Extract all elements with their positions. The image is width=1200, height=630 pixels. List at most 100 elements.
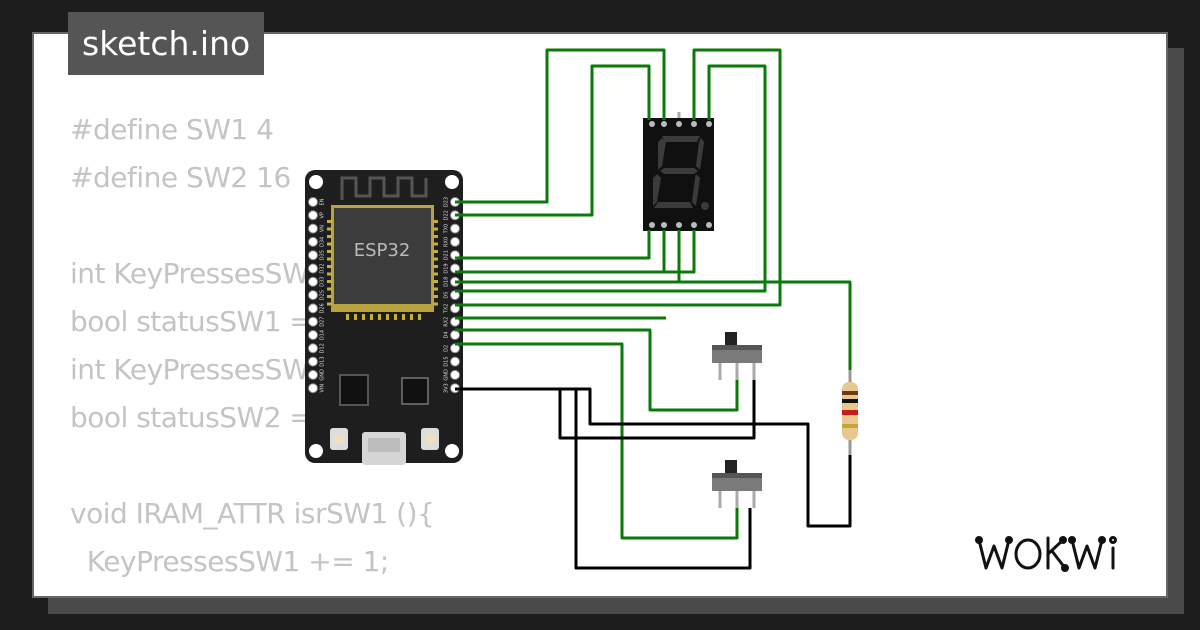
left-pin-label: D14 — [320, 330, 326, 340]
module-pad — [327, 235, 332, 238]
module-pad — [327, 250, 332, 253]
left-pin-header — [308, 223, 318, 234]
left-pin-label: VN — [320, 225, 326, 232]
left-pin-label: D27 — [320, 317, 326, 327]
right-pin-header — [450, 330, 460, 340]
esp32-board: ESP32 ENVPVND34D35D32D33D25D26D27D14D12D… — [305, 170, 463, 465]
code-line: #define SW2 16 — [70, 161, 291, 194]
right-pin-label: D21 — [444, 250, 450, 260]
right-pin-label: RX0 — [444, 237, 450, 247]
seven-segment-display — [643, 112, 714, 237]
module-pad — [433, 287, 438, 291]
code-line: statusSW1 = true; — [70, 586, 434, 596]
left-pin-header — [308, 236, 318, 247]
left-pin-label: GND — [320, 369, 326, 381]
module-pad — [327, 242, 332, 246]
wokwi-logo — [975, 536, 1117, 572]
left-pin-label: VIN — [320, 384, 326, 393]
right-pin-label: D2 — [444, 345, 450, 352]
left-pin-label: D35 — [320, 250, 326, 260]
module-pad — [433, 265, 438, 268]
module-pad — [433, 250, 438, 253]
left-pin-header — [308, 276, 318, 287]
module-pad — [433, 257, 438, 261]
right-pin-header — [450, 236, 460, 247]
module-pad — [327, 220, 332, 223]
right-pin-label: D18 — [444, 277, 450, 287]
left-pin-label: D34 — [320, 237, 326, 247]
module-pad — [410, 314, 413, 320]
left-pin-header — [308, 250, 318, 261]
module-pad — [327, 272, 332, 276]
right-pin-header — [450, 356, 460, 367]
module-pad — [386, 314, 389, 320]
right-pin-label: 3V3 — [444, 383, 450, 393]
left-pin-label: D33 — [320, 277, 326, 287]
slide-switch-1 — [712, 332, 762, 380]
module-pad — [327, 257, 332, 261]
right-pin-header — [450, 369, 460, 380]
module-pad — [327, 302, 332, 306]
module-pad — [362, 314, 365, 320]
module-pad — [327, 227, 332, 231]
left-pin-header — [308, 290, 318, 301]
ground-wires — [455, 380, 852, 570]
right-pin-label: D22 — [444, 210, 450, 220]
green-wires — [455, 48, 852, 540]
left-pin-label: D25 — [320, 290, 326, 300]
code-line: KeyPressesSW1 += 1; — [70, 545, 390, 578]
left-pin-header — [308, 383, 318, 394]
right-pin-label: D4 — [444, 331, 450, 338]
right-pin-label: GND — [444, 369, 450, 381]
left-pin-label: D13 — [320, 356, 326, 366]
module-pad — [433, 220, 438, 223]
left-pin-label: D12 — [320, 343, 326, 353]
right-pin-label: D15 — [444, 356, 450, 366]
right-pin-label: TX0 — [444, 224, 450, 235]
left-pin-header — [308, 369, 318, 380]
module-pad — [327, 287, 332, 291]
module-pad — [370, 314, 373, 320]
right-pin-label: D23 — [444, 197, 450, 207]
module-pad — [433, 242, 438, 246]
module-pad — [433, 227, 438, 231]
chip-label: ESP32 — [354, 240, 411, 261]
slide-switch-2 — [712, 460, 762, 508]
left-pin-header — [308, 197, 318, 207]
left-pin-header — [308, 303, 318, 314]
right-pin-label: TX2 — [444, 304, 450, 315]
module-pad — [433, 280, 438, 283]
module-pad — [327, 265, 332, 268]
module-pad — [394, 314, 397, 320]
right-pin-header — [450, 223, 460, 234]
module-pad — [327, 295, 332, 298]
module-pad — [433, 272, 438, 276]
module-pad — [402, 314, 405, 320]
module-pad — [433, 235, 438, 238]
left-pin-label: VP — [320, 212, 326, 218]
left-pin-label: D32 — [320, 263, 326, 273]
right-pin-label: D19 — [444, 263, 450, 273]
module-pad — [354, 314, 357, 320]
module-pad — [418, 314, 421, 320]
right-pin-label: RX2 — [444, 317, 450, 327]
module-pad — [378, 314, 381, 320]
left-pin-label: D26 — [320, 303, 326, 313]
left-pin-header — [308, 356, 318, 367]
left-pin-header — [308, 316, 318, 327]
left-pin-header — [308, 263, 318, 274]
module-pad — [433, 295, 438, 298]
left-pin-header — [308, 330, 318, 340]
module-pad — [327, 280, 332, 283]
filename-badge: sketch.ino — [68, 12, 265, 75]
code-line: void IRAM_ATTR isrSW1 (){ — [70, 497, 435, 530]
left-pin-label: EN — [320, 198, 326, 205]
module-pad — [346, 314, 349, 320]
right-pin-label: D5 — [444, 292, 450, 299]
code-line: #define SW1 4 — [70, 113, 274, 146]
resistor — [842, 370, 858, 455]
module-pad — [433, 302, 438, 306]
